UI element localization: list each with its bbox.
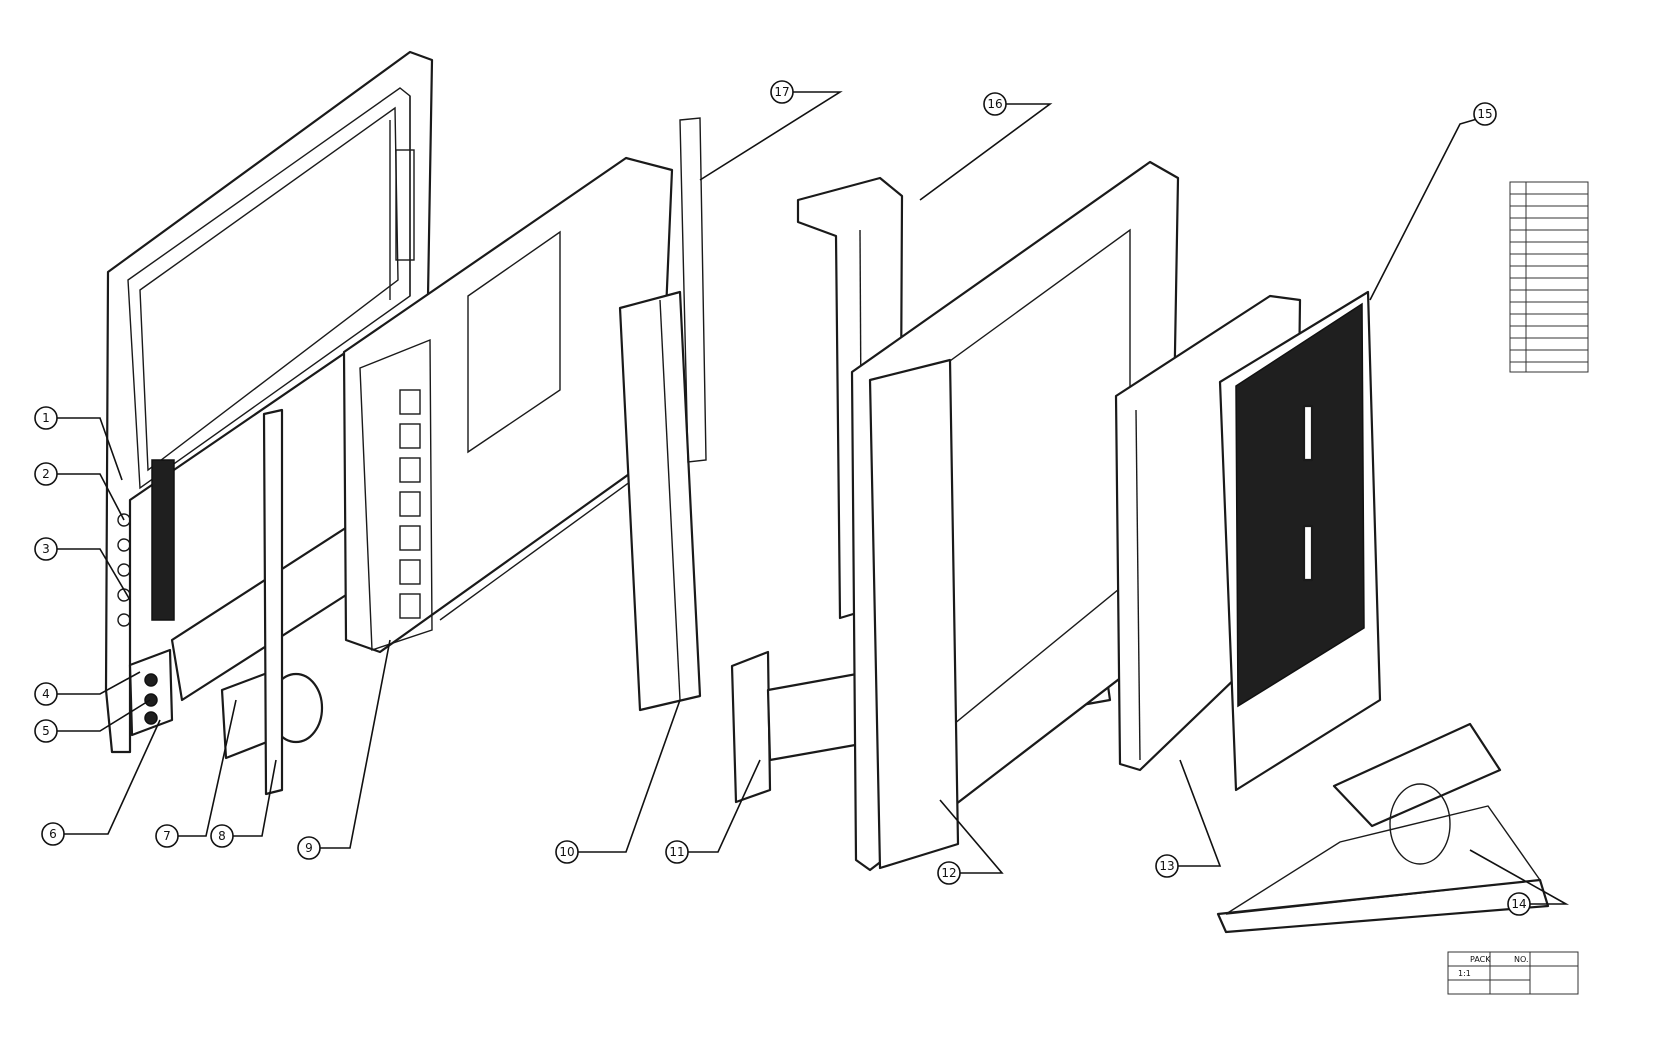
callout-16-circle — [983, 92, 1007, 116]
callout-7-circle — [155, 824, 179, 848]
title-block: PACK NO. 1:1 — [1447, 951, 1579, 995]
callout-11-label: 11 — [669, 845, 684, 859]
callout-14-circle — [1507, 892, 1531, 916]
callout-6: 6 — [41, 822, 65, 846]
title-block-label-c: 1:1 — [1458, 969, 1471, 978]
callout-5: 5 — [34, 719, 58, 743]
callout-15: 15 — [1473, 102, 1497, 126]
callout-17-label: 17 — [774, 85, 789, 99]
callout-4-circle — [34, 682, 58, 706]
callout-7-label: 7 — [163, 829, 171, 843]
title-block-label-b: NO. — [1514, 955, 1529, 964]
callout-16: 16 — [983, 92, 1007, 116]
callout-5-label: 5 — [42, 724, 50, 738]
callout-8-label: 8 — [218, 829, 226, 843]
callout-10: 10 — [555, 840, 579, 864]
callout-10-label: 10 — [559, 845, 574, 859]
callout-8: 8 — [210, 824, 234, 848]
callout-12: 12 — [937, 861, 961, 885]
back-cover — [1218, 290, 1382, 792]
callout-17: 17 — [770, 80, 794, 104]
callout-4-label: 4 — [42, 687, 50, 701]
callout-9-label: 9 — [305, 841, 313, 855]
callout-1-label: 1 — [42, 411, 50, 425]
callout-4: 4 — [34, 682, 58, 706]
leader-lines — [56, 91, 1570, 905]
callout-8-circle — [210, 824, 234, 848]
callout-9: 9 — [297, 836, 321, 860]
callout-3-label: 3 — [42, 542, 50, 556]
callout-13-circle — [1155, 854, 1179, 878]
callout-3: 3 — [34, 537, 58, 561]
metal-chassis — [342, 156, 674, 654]
callout-2: 2 — [34, 462, 58, 486]
callout-15-circle — [1473, 102, 1497, 126]
rear-frame — [850, 160, 1180, 872]
callout-12-label: 12 — [941, 866, 956, 880]
callout-17-circle — [770, 80, 794, 104]
callout-6-label: 6 — [49, 827, 57, 841]
callout-5-circle — [34, 719, 58, 743]
callout-13: 13 — [1155, 854, 1179, 878]
callout-1: 1 — [34, 406, 58, 430]
callout-14: 14 — [1507, 892, 1531, 916]
callout-14-label: 14 — [1511, 897, 1526, 911]
callout-13-label: 13 — [1159, 859, 1174, 873]
stand — [1216, 722, 1550, 934]
callout-9-circle — [297, 836, 321, 860]
callout-16-label: 16 — [987, 97, 1002, 111]
callout-11-circle — [665, 840, 689, 864]
side-rail-left — [618, 117, 707, 712]
callout-15-label: 15 — [1477, 107, 1492, 121]
parts-list-table — [1509, 181, 1589, 373]
callout-2-circle — [34, 462, 58, 486]
callout-12-circle — [937, 861, 961, 885]
callout-3-circle — [34, 537, 58, 561]
callout-2-label: 2 — [42, 467, 50, 481]
front-bezel — [104, 50, 434, 754]
callout-10-circle — [555, 840, 579, 864]
callout-7: 7 — [155, 824, 179, 848]
callout-1-circle — [34, 406, 58, 430]
callout-11: 11 — [665, 840, 689, 864]
callout-6-circle — [41, 822, 65, 846]
title-block-label-a: PACK — [1470, 955, 1491, 964]
